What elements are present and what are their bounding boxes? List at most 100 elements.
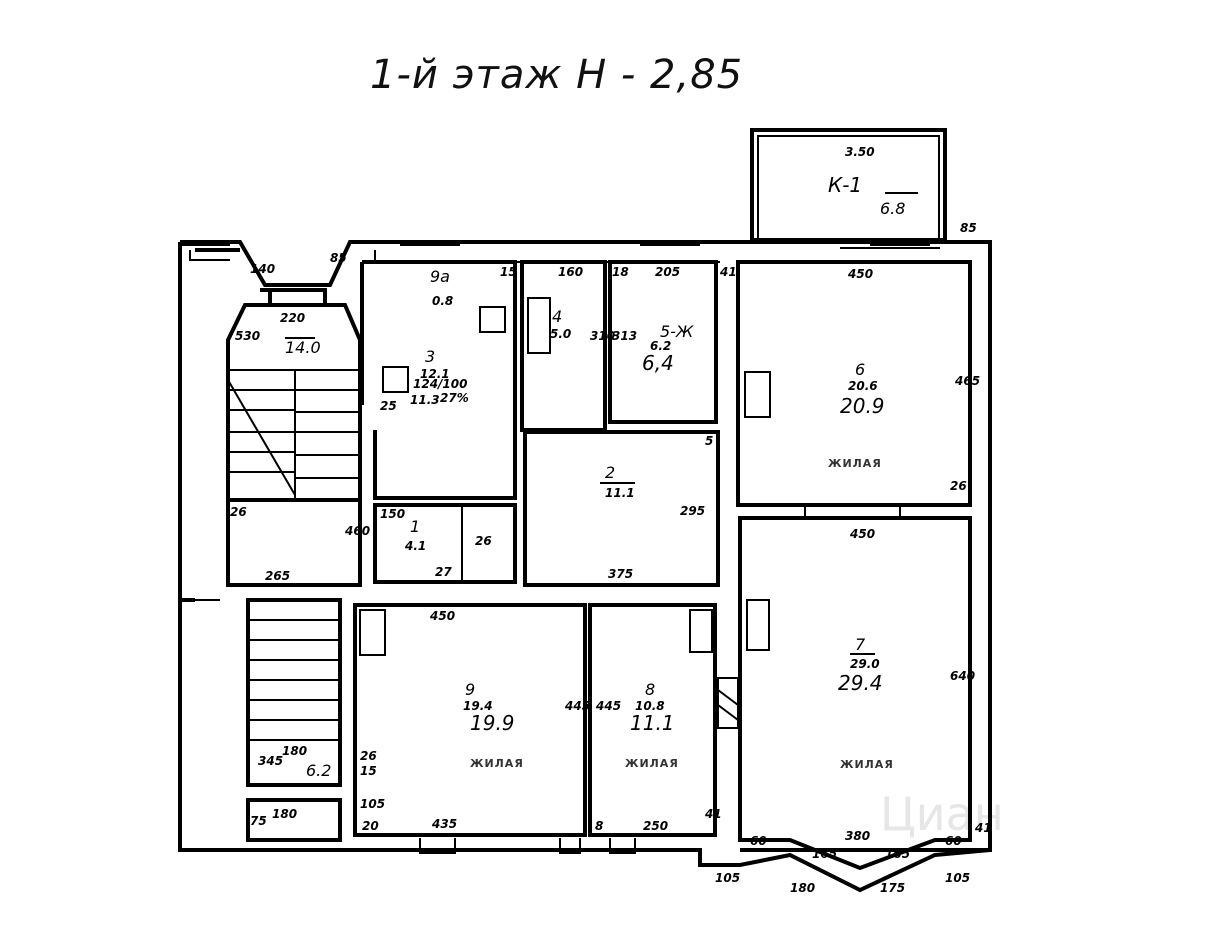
stair-lower-area: 6.2 xyxy=(306,761,331,780)
balcony-label: К-1 xyxy=(828,173,862,197)
dim: 105 xyxy=(715,871,740,885)
dim: 15 xyxy=(360,764,377,778)
room-type: ЖИЛАЯ xyxy=(840,758,894,771)
outer-walls xyxy=(178,240,992,893)
room-area-old: 6.2 xyxy=(650,339,671,353)
room-number: 4 xyxy=(552,307,562,326)
room-number: 5-Ж xyxy=(660,322,694,341)
room-area-old: 19.4 xyxy=(463,699,493,713)
room-number: 9 xyxy=(465,680,475,699)
dim: 41 xyxy=(719,265,737,279)
dim: 380 xyxy=(845,829,870,843)
dim: 295 xyxy=(680,504,705,518)
room-8: 445 8 10.8 11.1 ЖИЛАЯ 8 250 41 xyxy=(588,603,739,837)
room-note: 124/100 xyxy=(413,377,467,391)
dim: 180 xyxy=(790,881,815,895)
room-area: 5.0 xyxy=(550,327,571,341)
dim: 265 xyxy=(265,569,290,583)
dim: 26 xyxy=(230,505,247,519)
dim: 313 xyxy=(612,329,637,343)
dim: 60 xyxy=(750,834,767,848)
dim: 41 xyxy=(974,821,992,835)
dim: 205 xyxy=(655,265,680,279)
dim: 26 xyxy=(360,749,377,763)
dim: 435 xyxy=(431,817,457,831)
stair-lower: 345 180 6.2 180 75 xyxy=(246,598,342,842)
room-4: 160 310 4 5.0 xyxy=(520,260,615,432)
floor-title: 1-й этаж Н - 2,85 xyxy=(370,52,744,98)
dim: 465 xyxy=(954,374,980,388)
room-area: 6,4 xyxy=(642,351,674,375)
room-area: 20.9 xyxy=(840,394,885,418)
dim: 180 xyxy=(272,807,297,821)
room-3: 3 12.1 124/100 11.3 27% 9a 0.8 15 25 xyxy=(360,260,517,500)
room-note: 27% xyxy=(440,391,469,405)
dim: 450 xyxy=(847,267,873,281)
room-area-old: 29.0 xyxy=(850,657,880,671)
room-area-old: 10.8 xyxy=(635,699,665,713)
windows xyxy=(180,244,930,854)
dim: 345 xyxy=(258,754,283,768)
dim: 26 xyxy=(475,534,492,548)
watermark: Циан xyxy=(880,787,1004,841)
dim: 165 xyxy=(885,847,910,861)
dim: 75 xyxy=(250,814,267,828)
room-number: 7 xyxy=(855,635,866,654)
room-7: 7 29.0 29.4 ЖИЛАЯ 640 60 380 60 165 165 … xyxy=(715,516,992,895)
dim: 85 xyxy=(960,221,977,235)
room-number: 1 xyxy=(410,517,420,536)
room-area: 29.4 xyxy=(838,671,883,695)
room-area: 11.1 xyxy=(605,486,635,500)
room-1: 150 1 4.1 27 26 xyxy=(373,503,517,584)
dim: 150 xyxy=(380,507,405,521)
room-number: 8 xyxy=(645,680,655,699)
room-area: 11.1 xyxy=(630,711,675,735)
dim: 220 xyxy=(280,311,305,325)
dim: 450 xyxy=(429,609,455,623)
room-type: ЖИЛАЯ xyxy=(625,757,679,770)
balcony: 3.50 К-1 6.8 xyxy=(750,128,947,242)
dim: 18 xyxy=(612,265,629,279)
dim: 105 xyxy=(360,797,385,811)
dim: 41 xyxy=(704,807,722,821)
room-number: 3 xyxy=(425,347,435,366)
room-type: ЖИЛАЯ xyxy=(828,457,882,470)
dim: 26 xyxy=(950,479,967,493)
room-number: 9a xyxy=(430,267,450,286)
room-area: 0.8 xyxy=(432,294,453,308)
room-area: 4.1 xyxy=(404,539,426,553)
dim: 8 xyxy=(595,819,603,833)
dim: 27 xyxy=(435,565,452,579)
dim: 165 xyxy=(812,847,837,861)
dim: 5 xyxy=(705,434,713,448)
dim: 175 xyxy=(880,881,905,895)
dim: 15 xyxy=(500,265,517,279)
room-5: 18 205 41 313 5-Ж 6.2 6,4 xyxy=(608,260,737,424)
dim: 20 xyxy=(362,819,379,833)
stair-upper-area: 14.0 xyxy=(285,338,321,357)
dim: 85 xyxy=(330,251,347,265)
dim: 25 xyxy=(380,399,397,413)
landing: 26 460 265 xyxy=(226,498,370,587)
dim: 180 xyxy=(282,744,307,758)
room-6: 450 85 465 26 6 20.6 20.9 ЖИЛАЯ 450 xyxy=(736,221,980,541)
room-area: 11.3 xyxy=(410,393,440,407)
dim: 160 xyxy=(558,265,583,279)
room-9: 450 9 19.4 19.9 ЖИЛАЯ 445 26 15 105 20 4… xyxy=(353,603,590,837)
dim: 640 xyxy=(950,669,975,683)
dim: 3.50 xyxy=(845,145,875,159)
dim: 460 xyxy=(344,524,370,538)
room-area-old: 12.1 xyxy=(420,367,450,381)
dim: 250 xyxy=(643,819,668,833)
dim: 60 xyxy=(945,834,962,848)
room-area-old: 20.6 xyxy=(848,379,878,393)
room-area: 19.9 xyxy=(470,711,515,735)
dim: 375 xyxy=(608,567,633,581)
dim: 530 xyxy=(235,329,260,343)
room-number: 6 xyxy=(855,360,865,379)
room-2: 2 11.1 295 375 5 xyxy=(523,430,720,587)
dim: 445 xyxy=(595,699,621,713)
dim: 445 xyxy=(564,699,590,713)
dim: 105 xyxy=(945,871,970,885)
